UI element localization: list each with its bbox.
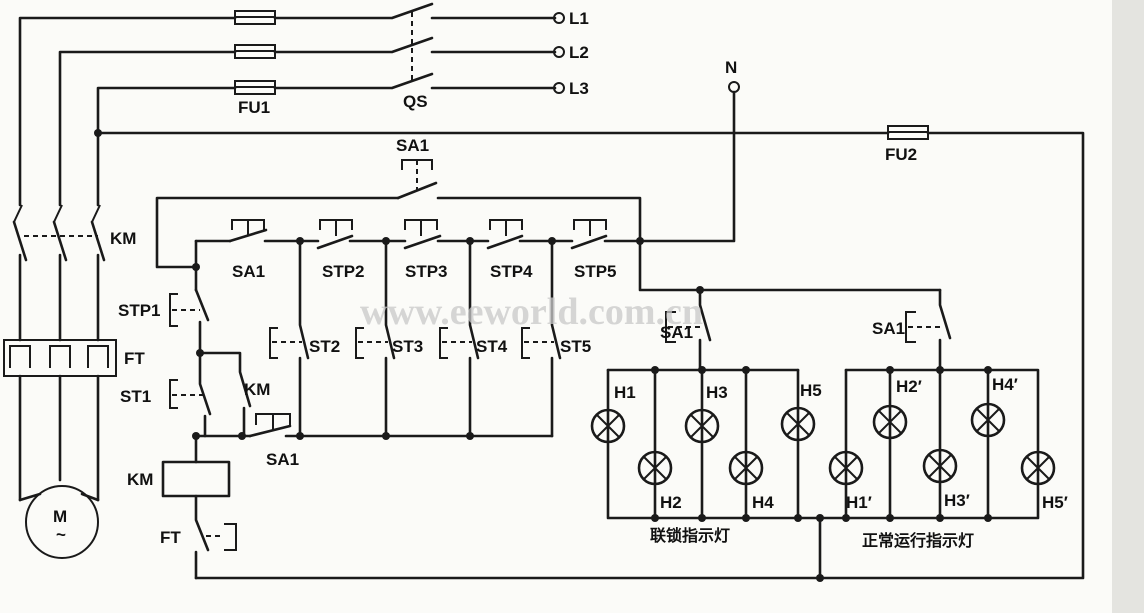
lamp-H4 <box>728 450 764 486</box>
lamp-H2 <box>637 450 673 486</box>
interlock-indicator-caption: 联锁指示灯 <box>650 526 730 545</box>
label-ST5: ST5 <box>560 337 591 356</box>
label-SA1-lamp-left: SA1 <box>660 323 693 342</box>
label-KM-main: KM <box>110 229 136 248</box>
lamp-H5-prime <box>1020 450 1056 486</box>
label-H1: H1 <box>614 383 636 402</box>
label-KM-coil: KM <box>127 470 153 489</box>
lamp-H5 <box>780 406 816 442</box>
label-L3: L3 <box>569 79 589 98</box>
label-L2: L2 <box>569 43 589 62</box>
label-STP3: STP3 <box>405 262 448 281</box>
lamp-circuit <box>606 239 1040 580</box>
label-FT-block: FT <box>124 349 145 368</box>
label-H3: H3 <box>706 383 728 402</box>
label-FT-contact: FT <box>160 528 181 547</box>
label-SA1-row: SA1 <box>232 262 265 281</box>
lamp-H3-prime <box>922 448 958 484</box>
label-H3-prime: H3′ <box>944 491 970 510</box>
label-ST4: ST4 <box>476 337 508 356</box>
label-SA1-top: SA1 <box>396 136 429 155</box>
label-H5-prime: H5′ <box>1042 493 1068 512</box>
supply-lines <box>18 2 565 207</box>
label-FU1: FU1 <box>238 98 270 117</box>
motor-label: M <box>53 507 67 526</box>
lamp-H1-prime <box>828 450 864 486</box>
label-L1: L1 <box>569 9 589 28</box>
watermark: www.eeworld.com.cn <box>360 291 703 333</box>
label-ST2: ST2 <box>309 337 340 356</box>
page-edge <box>1112 0 1144 613</box>
label-H1-prime: H1′ <box>846 493 872 512</box>
label-H2-prime: H2′ <box>896 377 922 396</box>
power-circuit <box>3 204 117 559</box>
lamp-H1 <box>590 408 626 444</box>
lamp-H2-prime <box>872 404 908 440</box>
label-N: N <box>725 58 737 77</box>
label-SA1-bottom: SA1 <box>266 450 299 469</box>
lamp-H4-prime <box>970 402 1006 438</box>
label-ST3: ST3 <box>392 337 423 356</box>
label-STP1: STP1 <box>118 301 161 320</box>
label-STP4: STP4 <box>490 262 533 281</box>
label-ST1: ST1 <box>120 387 151 406</box>
label-FU2: FU2 <box>885 145 917 164</box>
control-supply <box>94 81 1085 580</box>
lamp-H3 <box>684 408 720 444</box>
control-circuit <box>155 159 824 582</box>
label-H4: H4 <box>752 493 774 512</box>
label-H5: H5 <box>800 381 822 400</box>
label-KM-aux: KM <box>244 380 270 399</box>
label-H4-prime: H4′ <box>992 375 1018 394</box>
motor-symbol: ~ <box>56 525 66 544</box>
normal-run-indicator-caption: 正常运行指示灯 <box>862 531 974 550</box>
label-SA1-lamp-right: SA1 <box>872 319 905 338</box>
label-STP5: STP5 <box>574 262 617 281</box>
label-H2: H2 <box>660 493 682 512</box>
label-QS: QS <box>403 92 428 111</box>
label-STP2: STP2 <box>322 262 365 281</box>
